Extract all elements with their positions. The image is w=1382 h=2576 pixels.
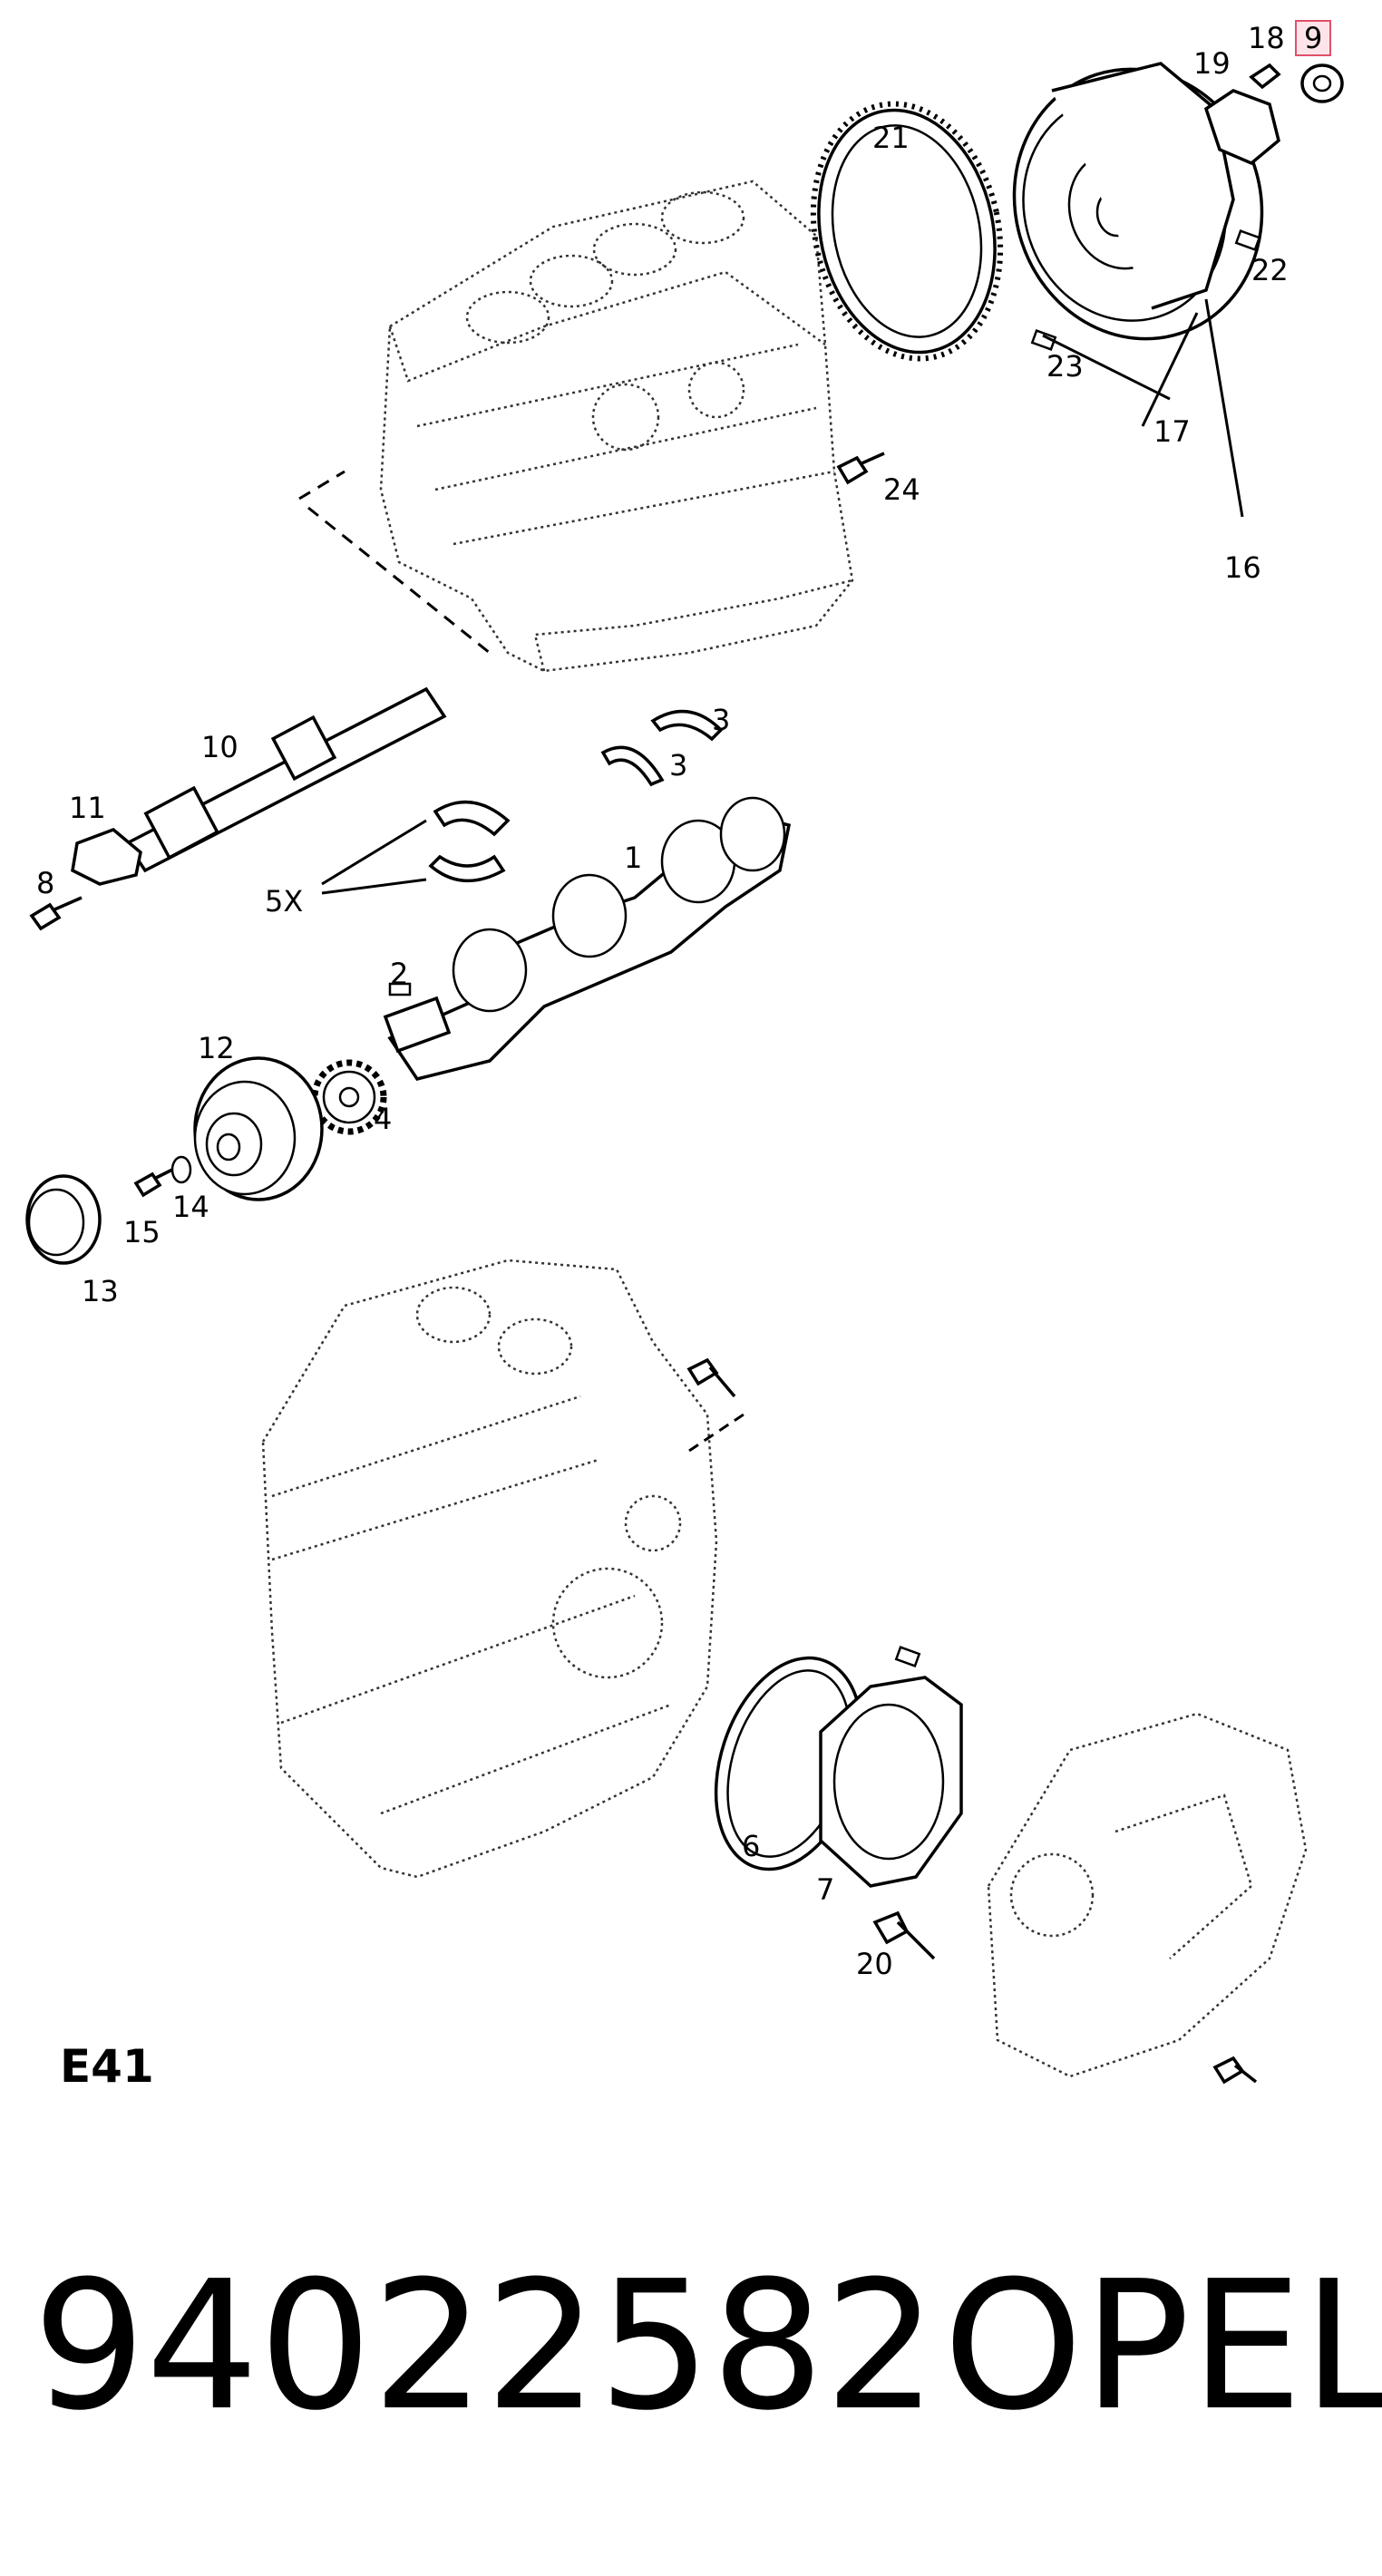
- cap-13: [25, 1174, 102, 1265]
- engine-block-lower: [261, 1259, 745, 1879]
- callout-21: 21: [872, 121, 910, 155]
- bearing-shell-lower: [428, 854, 506, 882]
- dowel-pin-22: [1234, 229, 1261, 251]
- callout-1: 1: [624, 841, 643, 875]
- crank-pulley: [193, 1056, 324, 1201]
- callout-12: 12: [198, 1031, 235, 1065]
- callout-14: 14: [172, 1190, 209, 1224]
- callout-22: 22: [1251, 253, 1289, 287]
- callout-3a: 3: [712, 703, 731, 737]
- callout-2: 2: [390, 957, 409, 991]
- bolt-24: [836, 452, 885, 485]
- callout-23: 23: [1046, 349, 1084, 384]
- callout-19: 19: [1193, 46, 1231, 81]
- callout-24: 24: [883, 472, 920, 507]
- callout-16: 16: [1224, 550, 1261, 585]
- ring-gear: [810, 101, 1004, 362]
- flywheel-plate: [1203, 89, 1280, 166]
- bolt-15: [133, 1168, 173, 1198]
- section-code: E41: [60, 2040, 154, 2093]
- callout-17: 17: [1153, 414, 1191, 449]
- flange-11: [71, 828, 142, 886]
- crank-gear: [311, 1059, 387, 1135]
- bolt-20: [872, 1910, 936, 1960]
- callout-4: 4: [374, 1102, 393, 1136]
- bolt-plate: [1212, 2056, 1258, 2085]
- drive-shaft: [29, 686, 447, 931]
- callout-20: 20: [856, 1947, 893, 1981]
- callout-18: 18: [1248, 21, 1285, 55]
- callout-5x: 5X: [265, 884, 304, 919]
- callout-7: 7: [816, 1872, 835, 1907]
- brand-name: OPEL: [943, 2243, 1382, 2450]
- dowel-pin-23: [1030, 329, 1057, 351]
- flywheel-assembly: [1012, 62, 1264, 341]
- washer-14: [170, 1155, 192, 1184]
- crankshaft: [383, 796, 792, 1081]
- callout-9[interactable]: 9: [1295, 20, 1332, 56]
- bearing-shell-upper: [433, 800, 511, 837]
- bolt-8: [29, 896, 83, 931]
- thrust-washer-lower: [600, 745, 665, 787]
- part-number: 94022582: [33, 2243, 938, 2450]
- callout-13: 13: [82, 1274, 119, 1308]
- transmission-plate: [987, 1712, 1308, 2085]
- callout-8: 8: [36, 866, 55, 900]
- engine-block-upper: [298, 180, 854, 673]
- seal-housing: [819, 1646, 963, 1888]
- bolt-upper-lower-block: [686, 1357, 736, 1398]
- key-2: [388, 982, 412, 996]
- callout-10: 10: [201, 730, 238, 764]
- callout-15: 15: [123, 1215, 161, 1249]
- callout-6: 6: [742, 1829, 761, 1863]
- thrust-washer-upper: [650, 709, 724, 742]
- flywheel-bolt: [1249, 63, 1281, 90]
- callout-3b: 3: [669, 748, 688, 783]
- callout-11: 11: [69, 791, 106, 825]
